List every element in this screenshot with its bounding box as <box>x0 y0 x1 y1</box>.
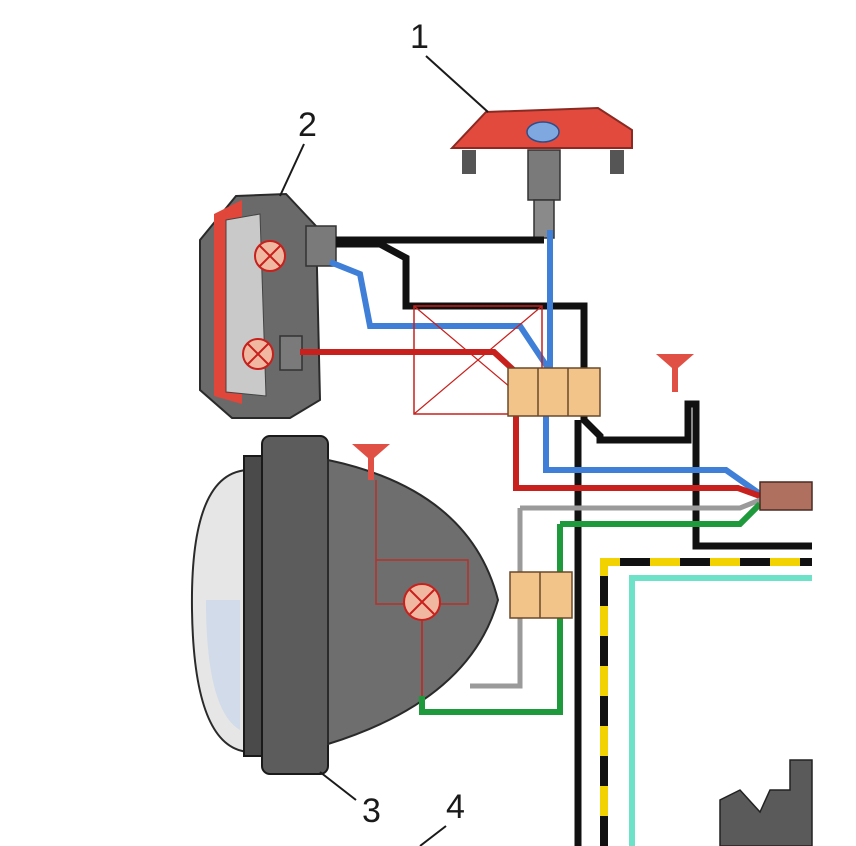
wiring-harness <box>300 230 812 846</box>
callout-label: 3 <box>362 792 381 830</box>
callout-2: 2 <box>279 106 317 197</box>
harness-plug <box>759 481 813 511</box>
callout-4: 4 <box>419 788 465 846</box>
callout-label: 4 <box>446 788 465 826</box>
ground-terminal <box>352 444 390 480</box>
callout-1: 1 <box>410 18 489 113</box>
callout-label: 1 <box>410 18 429 56</box>
connector-block <box>509 571 573 619</box>
headlight-component <box>190 435 500 775</box>
ground-terminal <box>656 354 694 392</box>
callout-label: 2 <box>298 106 317 144</box>
side-lamp-component <box>199 192 337 419</box>
connector-block <box>507 367 601 417</box>
callout-3: 3 <box>319 771 381 830</box>
rear-lamp-component <box>449 106 633 239</box>
partial-component <box>719 759 813 846</box>
